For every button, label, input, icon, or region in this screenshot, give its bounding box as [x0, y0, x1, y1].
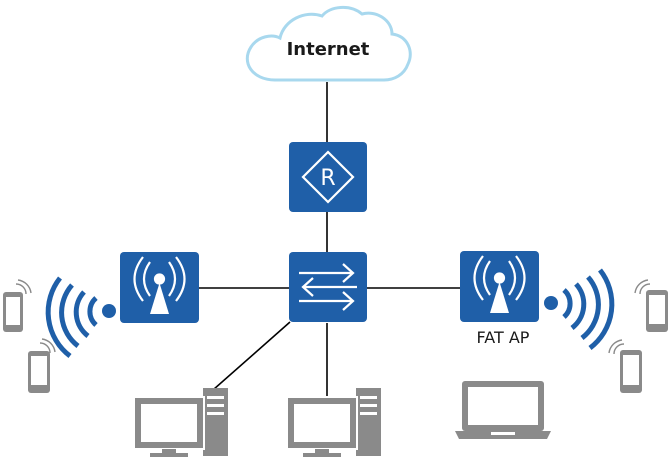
links [199, 82, 460, 398]
desktop-center [286, 388, 381, 457]
access-point-right: FAT AP [460, 251, 539, 347]
phone-right-top [634, 279, 668, 332]
wifi-signal-right [544, 268, 615, 350]
phone-left-top [3, 279, 32, 332]
router: R [289, 142, 367, 212]
laptop-icon [455, 381, 551, 439]
switch-icon [299, 263, 357, 311]
fat-ap-label: FAT AP [477, 328, 530, 347]
router-icon: R [301, 150, 355, 204]
cloud-label: Internet [287, 39, 370, 60]
access-point-icon [133, 256, 186, 314]
switch [289, 252, 367, 322]
access-point-icon [473, 255, 526, 313]
cloud-icon [245, 6, 412, 82]
laptop [455, 381, 551, 439]
phone-right-bottom [608, 339, 642, 393]
desktop-left [133, 388, 228, 457]
link-switch-desktop-left [204, 321, 291, 398]
router-body [289, 142, 367, 212]
wifi-signal-icon [102, 304, 116, 318]
phone-left-bottom [28, 338, 56, 393]
access-point-left [120, 252, 199, 323]
internet-cloud: Internet [245, 6, 412, 82]
desktop-computer-icon [133, 388, 228, 457]
desktop-computer-icon [286, 388, 381, 457]
wifi-signal-icon [544, 296, 558, 310]
svg-text:R: R [320, 166, 335, 191]
wifi-signal-left [45, 276, 116, 358]
